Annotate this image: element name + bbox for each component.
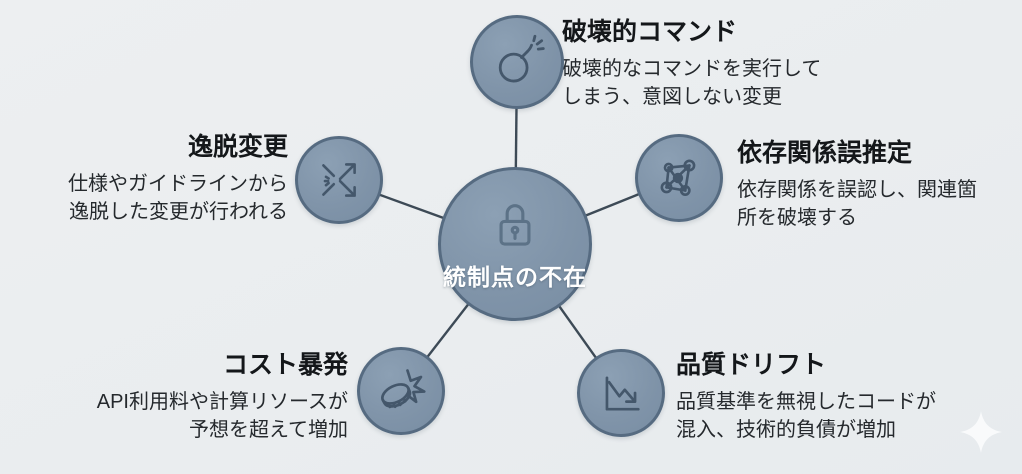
exploding-coin-icon	[381, 369, 426, 409]
node-title: コスト暴発	[222, 351, 348, 379]
node-title: 依存関係誤推定	[737, 139, 913, 167]
node-title: 破壊的コマンド	[562, 18, 738, 46]
bomb-icon	[498, 34, 545, 83]
text-block-quality-drift: 品質ドリフト 品質基準を無視したコードが 混入、技術的負債が増加	[676, 345, 936, 444]
text-block-destructive-commands: 破壊的コマンド 破壊的なコマンドを実行して しまう、意図しない変更	[562, 12, 821, 111]
diverging-arrows-icon	[322, 163, 356, 197]
text-block-dependency-misestimation: 依存関係誤推定 依存関係を誤認し、関連箇 所を破壊する	[737, 133, 977, 232]
node-desc-line: API利用料や計算リソースが	[96, 391, 348, 413]
sparkle-icon	[960, 411, 1002, 453]
node-desc-line: 仕様やガイドラインから	[68, 173, 288, 195]
node-title: 品質ドリフト	[676, 351, 827, 379]
node-cost-explosion	[357, 347, 445, 435]
node-desc-line: 逸脱した変更が行われる	[69, 201, 288, 223]
node-desc-line: 所を破壊する	[737, 207, 857, 229]
node-desc-line: 品質基準を無視したコードが	[676, 391, 936, 413]
text-block-cost-explosion: コスト暴発 API利用料や計算リソースが 予想を超えて増加	[97, 345, 348, 444]
node-desc-line: 混入、技術的負債が増加	[676, 419, 896, 441]
central-label: 統制点の不在	[443, 263, 587, 290]
node-desc-line: 予想を超えて増加	[189, 419, 348, 441]
node-quality-drift	[577, 349, 665, 437]
node-deviation-changes	[295, 136, 383, 224]
network-graph-icon	[660, 159, 696, 196]
node-dependency-misestimation	[635, 134, 723, 222]
text-block-deviation-changes: 逸脱変更 仕様やガイドラインから 逸脱した変更が行われる	[68, 127, 288, 226]
central-node: 統制点の不在	[438, 167, 592, 321]
node-desc-line: 破壊的なコマンドを実行して	[562, 58, 822, 80]
node-title: 逸脱変更	[187, 133, 288, 161]
declining-chart-icon	[605, 376, 640, 411]
node-desc-line: しまう、意図しない変更	[562, 86, 782, 108]
lock-icon	[499, 203, 531, 246]
node-destructive-commands	[470, 15, 564, 109]
node-desc-line: 依存関係を誤認し、関連箇	[737, 179, 977, 201]
